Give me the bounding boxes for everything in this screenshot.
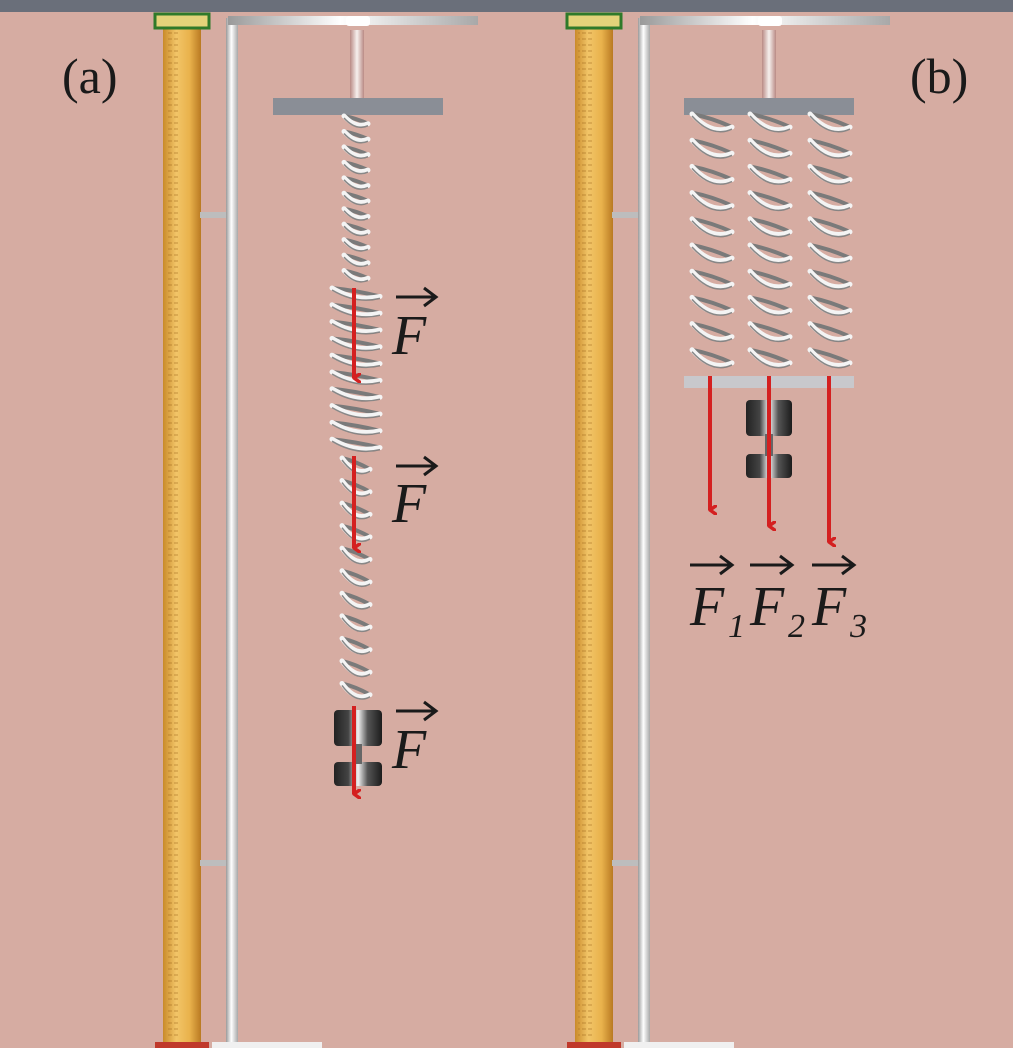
hanging-mass-a: [334, 710, 382, 786]
force-label-b1: F 1: [689, 554, 745, 645]
measuring-ruler-b: [565, 12, 623, 1048]
spring-b2: [747, 111, 793, 369]
ruler-top-cap-a: [153, 12, 211, 30]
force-letter-a1: F: [391, 305, 427, 367]
stand-pole-b: [612, 16, 890, 1048]
ruler-top-cap-b: [565, 12, 623, 30]
force-sub-b3: 3: [849, 608, 867, 645]
force-letter-b2: F: [749, 576, 785, 638]
force-label-a3: F: [391, 700, 439, 781]
panel-b: F 1 F 2 F 3 (b): [565, 12, 968, 1048]
spring-a-top: [341, 113, 371, 283]
ruler-bottom-cap-b: [567, 1042, 621, 1048]
hanger-rod-b: [762, 30, 776, 102]
panel-label-b: (b): [910, 48, 968, 104]
bracket-a: [273, 98, 443, 115]
panel-label-a: (a): [62, 48, 118, 104]
parallel-springs: [689, 111, 853, 369]
series-springs: [329, 113, 383, 700]
force-sub-b2: 2: [788, 608, 805, 645]
force-letter-b1: F: [689, 576, 725, 638]
hanger-rod-a: [350, 30, 364, 102]
force-arrows-b: [708, 376, 829, 542]
spring-b1: [689, 111, 735, 369]
force-label-b3: F 3: [811, 554, 867, 645]
force-label-a1: F: [391, 286, 439, 367]
force-letter-a2: F: [391, 473, 427, 535]
force-label-b2: F 2: [749, 554, 805, 645]
top-frame-bar: [0, 0, 1013, 12]
bracket-b: [684, 98, 854, 115]
panel-a: F F F (a): [62, 12, 478, 1048]
force-letter-b3: F: [811, 576, 847, 638]
measuring-ruler-a: [153, 12, 211, 1048]
force-label-a2: F: [391, 455, 439, 535]
force-letter-a3: F: [391, 719, 427, 781]
spring-b3: [807, 111, 853, 369]
force-sub-b1: 1: [728, 608, 745, 645]
ruler-bottom-cap-a: [155, 1042, 209, 1048]
stand-pole-a: [200, 16, 478, 1048]
